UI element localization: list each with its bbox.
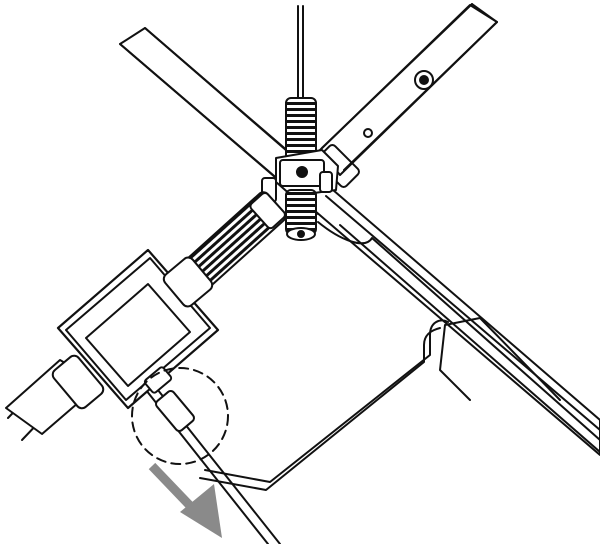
hole-icon [363,128,373,138]
cable-connector [143,366,196,432]
spring-lower [285,189,317,241]
bar-upper-left-lower-right [119,27,600,456]
clamp-left [51,354,105,410]
vertical-rod [297,5,304,101]
callout-circle [131,367,229,465]
display-window [85,283,191,387]
bolt-icon [414,70,434,90]
spring-upper [285,97,317,161]
bellows-joint [183,191,287,289]
bar-upper-right-lower-left [316,3,498,188]
sensor-box [56,248,220,410]
box-clamp [162,256,214,308]
hub-screw-icon [296,166,308,178]
center-hub [261,149,339,203]
left-tube [5,354,105,435]
down-arrow [148,462,222,538]
